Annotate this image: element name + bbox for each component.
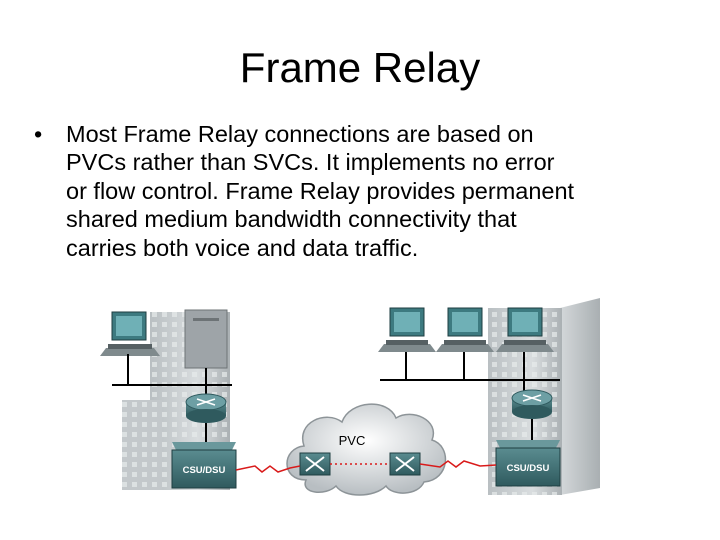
left-csu-dsu-label: CSU/DSU [183, 465, 226, 476]
right-wan-link [419, 460, 497, 468]
right-pc-icons [378, 307, 554, 352]
left-csu-dsu: CSU/DSU [171, 442, 237, 489]
frame-relay-cloud: PVC [286, 403, 447, 496]
left-frame-relay-switch-icon [299, 452, 331, 476]
right-pc-3-icon [496, 307, 554, 352]
pvc-label: PVC [339, 433, 366, 448]
right-csu-dsu: CSU/DSU [495, 440, 561, 487]
right-router-icon [511, 389, 553, 440]
right-lan-segment [380, 352, 560, 395]
right-pc-1-icon [378, 307, 436, 352]
right-frame-relay-switch-icon [389, 452, 421, 476]
right-csu-dsu-label: CSU/DSU [507, 463, 550, 474]
slide-title: Frame Relay [239, 44, 481, 91]
left-router-icon [185, 393, 227, 442]
wan-links [235, 460, 497, 473]
bullet-marker: • [34, 121, 43, 147]
bullet-text: Most Frame Relay connections are based o… [66, 121, 575, 261]
left-pc-icon [100, 311, 160, 356]
right-pc-2-icon [436, 307, 494, 352]
frame-relay-network-diagram: CSU/DSU [100, 298, 600, 496]
left-wan-link [235, 465, 301, 473]
